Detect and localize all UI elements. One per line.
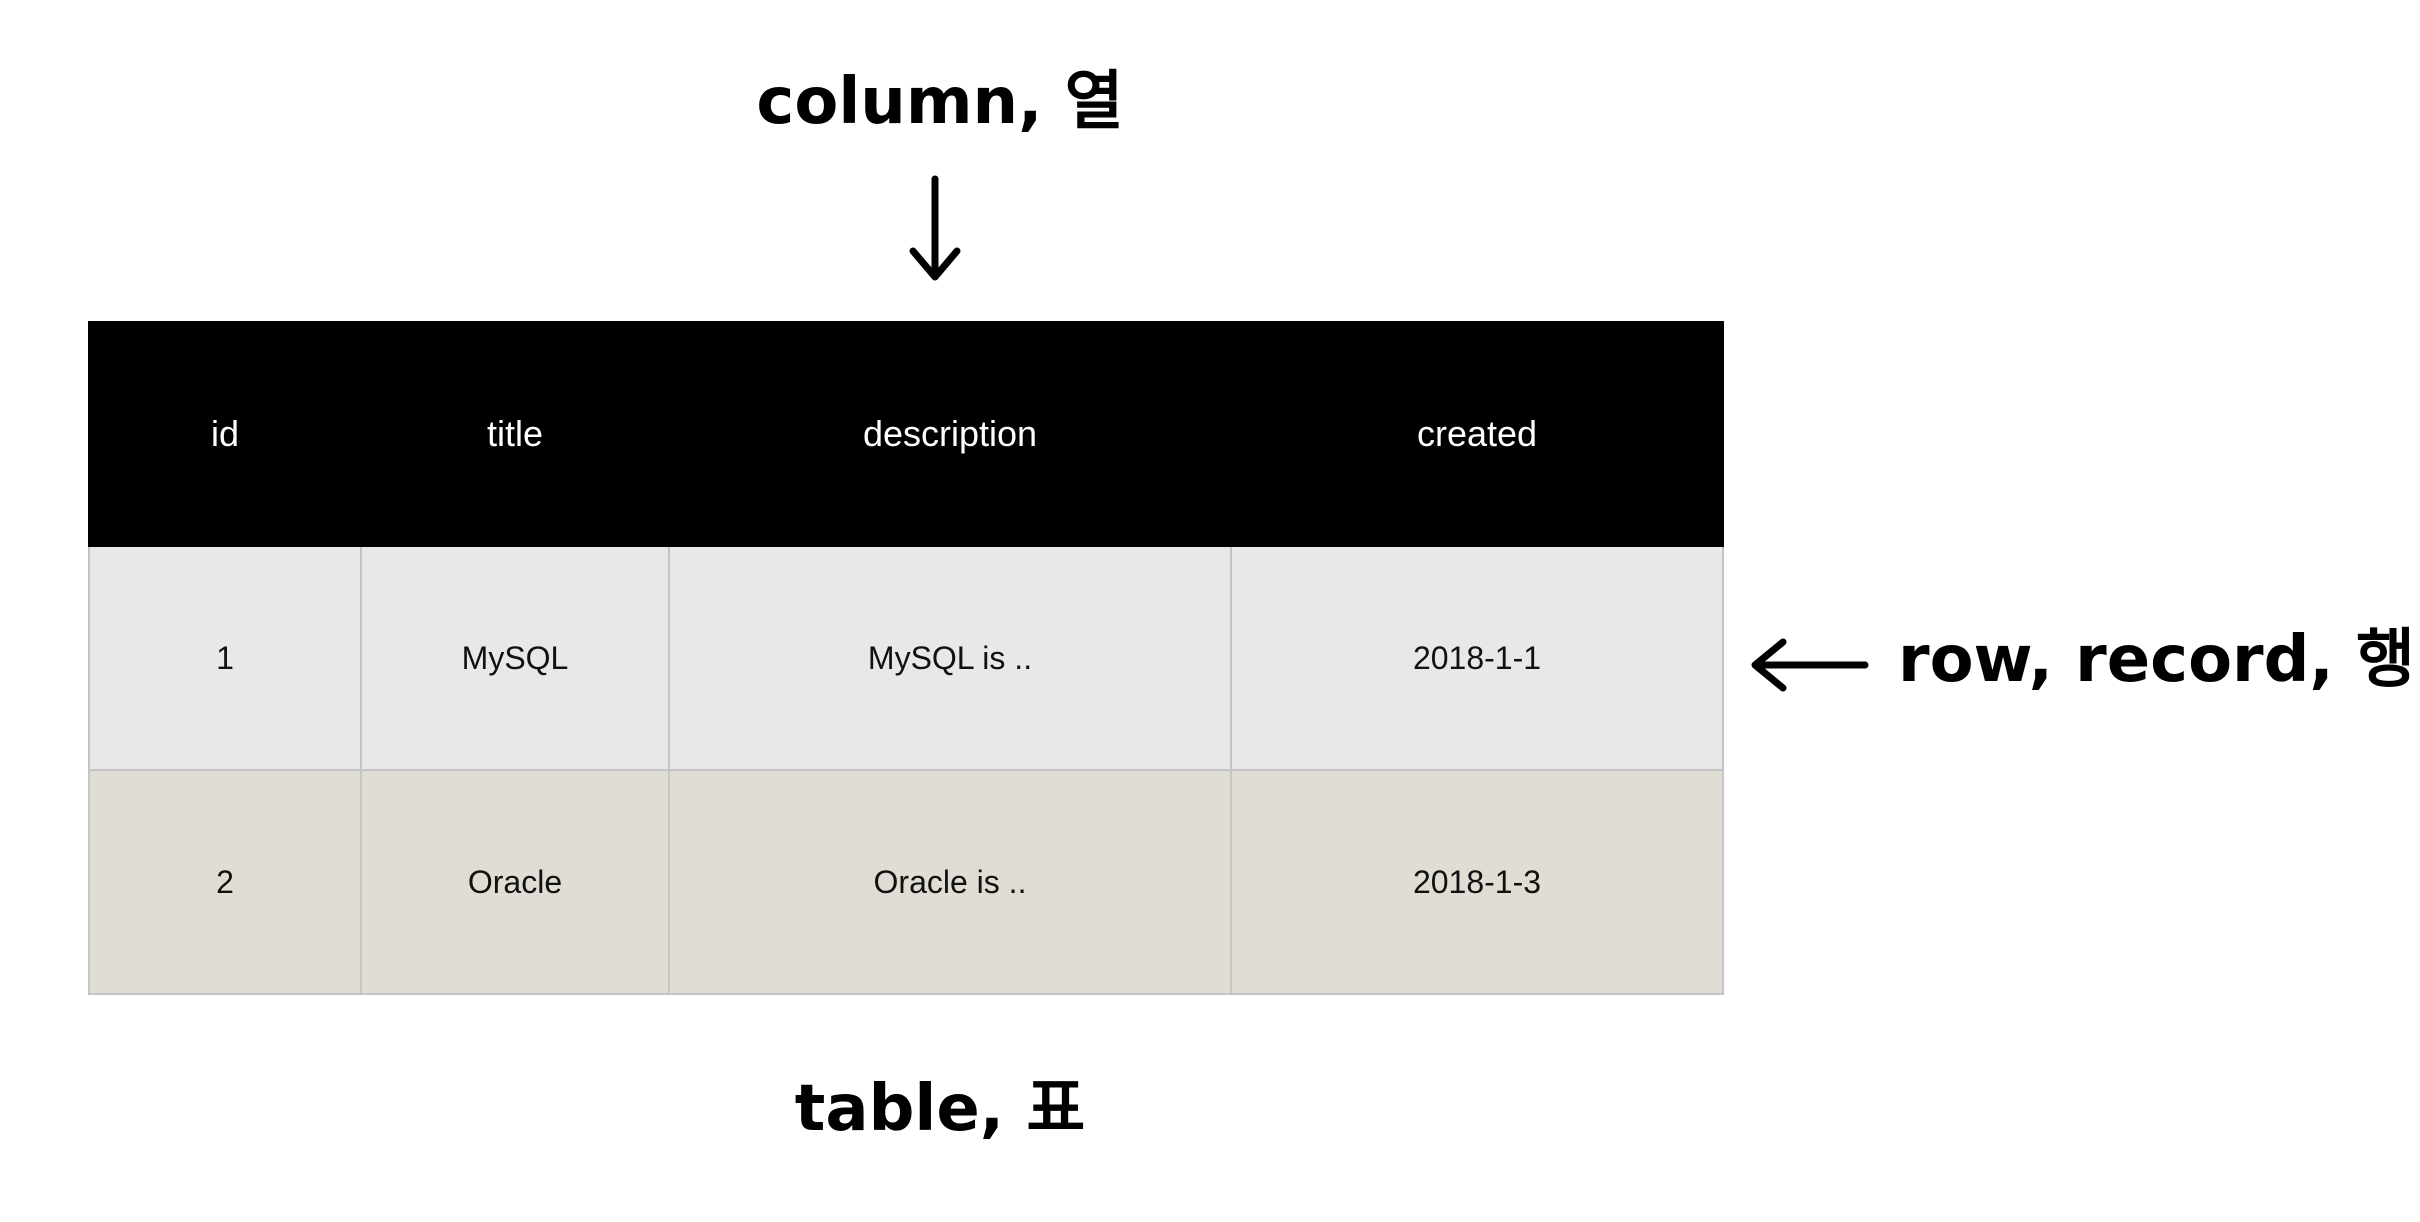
table-label: table, 표	[794, 1072, 1086, 1146]
arrow-left-icon	[1751, 638, 1869, 692]
cell-description: Oracle is ..	[668, 769, 1232, 995]
cell-title: MySQL	[360, 545, 670, 771]
row-label: row, record, 행	[1898, 623, 2415, 697]
table-row: 2 Oracle Oracle is .. 2018-1-3	[88, 769, 1724, 995]
header-cell-description: description	[668, 321, 1232, 547]
data-table: id title description created 1 MySQL MyS…	[88, 321, 1724, 995]
table-row: 1 MySQL MySQL is .. 2018-1-1	[88, 545, 1724, 771]
column-label: column, 열	[756, 65, 1124, 139]
header-cell-id: id	[88, 321, 362, 547]
table-header-row: id title description created	[88, 321, 1724, 547]
header-cell-title: title	[360, 321, 670, 547]
cell-id: 2	[88, 769, 362, 995]
cell-created: 2018-1-1	[1230, 545, 1724, 771]
cell-created: 2018-1-3	[1230, 769, 1724, 995]
arrow-down-icon	[909, 175, 961, 281]
header-cell-created: created	[1230, 321, 1724, 547]
cell-description: MySQL is ..	[668, 545, 1232, 771]
cell-id: 1	[88, 545, 362, 771]
cell-title: Oracle	[360, 769, 670, 995]
